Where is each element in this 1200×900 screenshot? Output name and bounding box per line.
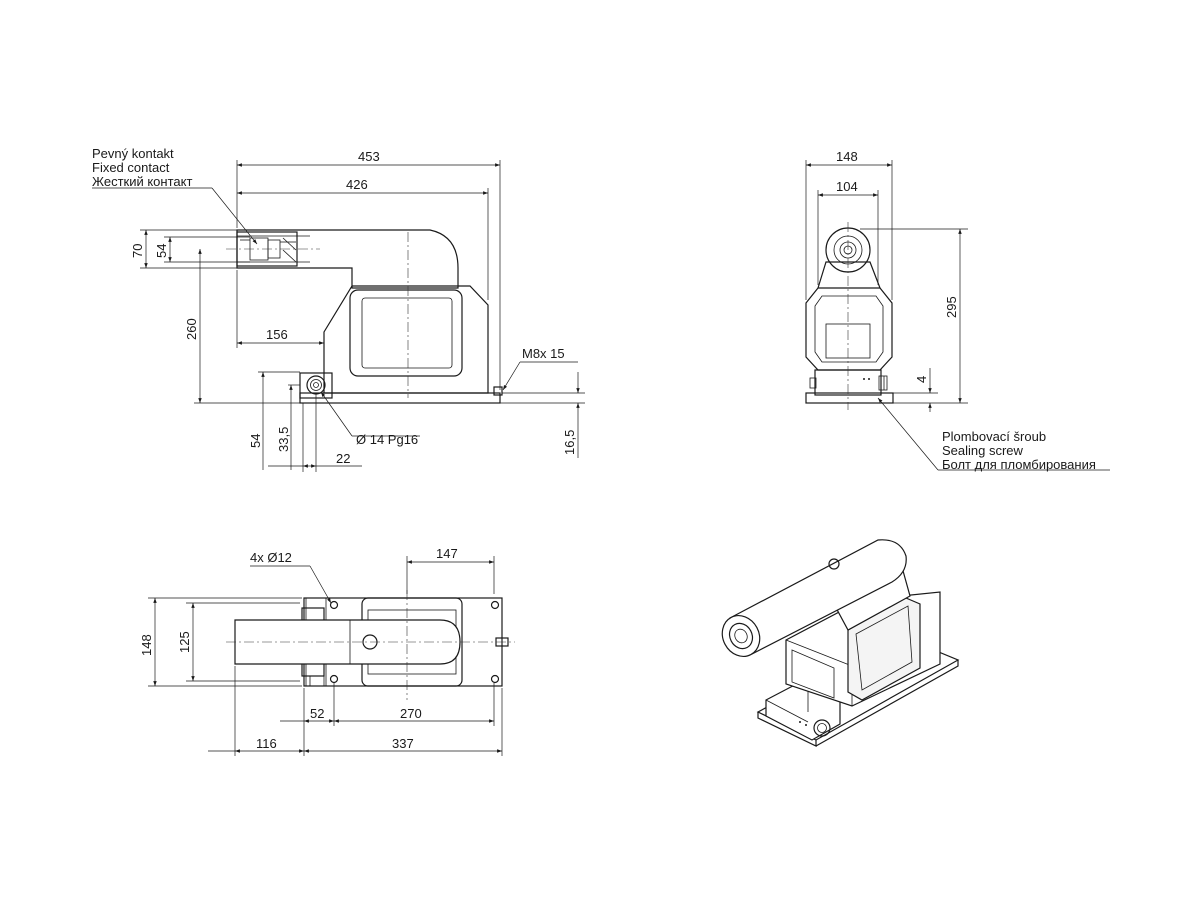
dim-top-270: 270 [400, 706, 422, 721]
front-main-body [323, 285, 489, 394]
seal-label-ru: Болт для пломбирования [942, 457, 1096, 472]
front-secondary-housing [349, 289, 463, 377]
contact-label-cz: Pevný kontakt [92, 146, 174, 161]
front-head [236, 229, 459, 289]
dim-33-5: 33,5 [276, 427, 291, 452]
dim-top-148: 148 [139, 634, 154, 656]
top-view: 147 4x Ø12 148 125 52 270 116 337 [139, 546, 515, 756]
dim-top-125: 125 [177, 631, 192, 653]
dim-453: 453 [358, 149, 380, 164]
dim-260: 260 [184, 318, 199, 340]
cable-gland-icon [306, 375, 326, 395]
iso-head-tube [729, 539, 907, 655]
contact-label-ru: Жесткий контакт [92, 174, 192, 189]
dim-side-104: 104 [836, 179, 858, 194]
dim-top-147: 147 [436, 546, 458, 561]
seal-label-en: Sealing screw [942, 443, 1024, 458]
dim-156: 156 [266, 327, 288, 342]
dim-top-337: 337 [392, 736, 414, 751]
side-base-plate [805, 392, 894, 404]
dim-16-5: 16,5 [562, 430, 577, 455]
isometric-view [721, 539, 960, 747]
contact-label-en: Fixed contact [92, 160, 170, 175]
mount-hole-icon [329, 600, 339, 610]
side-view: 148 104 295 4 Plombovací šroub Sealing s… [805, 149, 1110, 472]
dim-426: 426 [346, 177, 368, 192]
thread-label: M8x 15 [522, 346, 565, 361]
dim-22: 22 [336, 451, 350, 466]
mount-holes-label: 4x Ø12 [250, 550, 292, 565]
hole-label: Ø 14 Pg16 [356, 432, 418, 447]
iso-marker-a-icon [828, 558, 840, 570]
seal-label-cz: Plombovací šroub [942, 429, 1046, 444]
dim-side-295: 295 [944, 296, 959, 318]
front-view: 453 426 70 54 260 156 54 33,5 [92, 146, 585, 472]
side-main-body [805, 287, 893, 371]
fixed-contact [236, 231, 298, 267]
dim-side-148: 148 [836, 149, 858, 164]
iso-cable-gland-icon [813, 719, 831, 737]
dim-54-lower: 54 [248, 434, 263, 448]
dim-70: 70 [130, 244, 145, 258]
dim-side-4: 4 [914, 376, 929, 383]
m8-bolt [493, 386, 503, 396]
dim-top-116: 116 [256, 736, 277, 751]
dim-54-top: 54 [154, 244, 169, 258]
dim-top-52: 52 [310, 706, 324, 721]
